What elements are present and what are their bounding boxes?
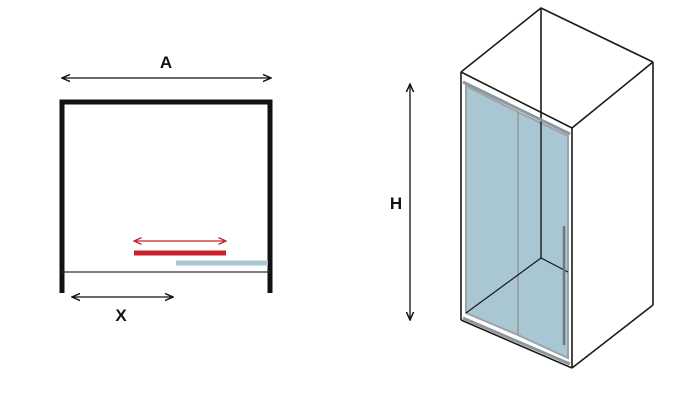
top-rail (462, 80, 571, 136)
plan-view: A X (59, 53, 273, 325)
glass-panel-fixed (465, 84, 519, 337)
perspective-view: H (390, 7, 654, 369)
glass-panel-sliding (517, 110, 569, 360)
enclosure-walls (59, 99, 273, 293)
floor-line-through-glass (465, 257, 569, 314)
width-label: A (160, 53, 172, 72)
height-label: H (390, 194, 402, 213)
bottom-rail (462, 316, 571, 366)
glass-door (462, 80, 571, 366)
opening-label: X (115, 306, 127, 325)
